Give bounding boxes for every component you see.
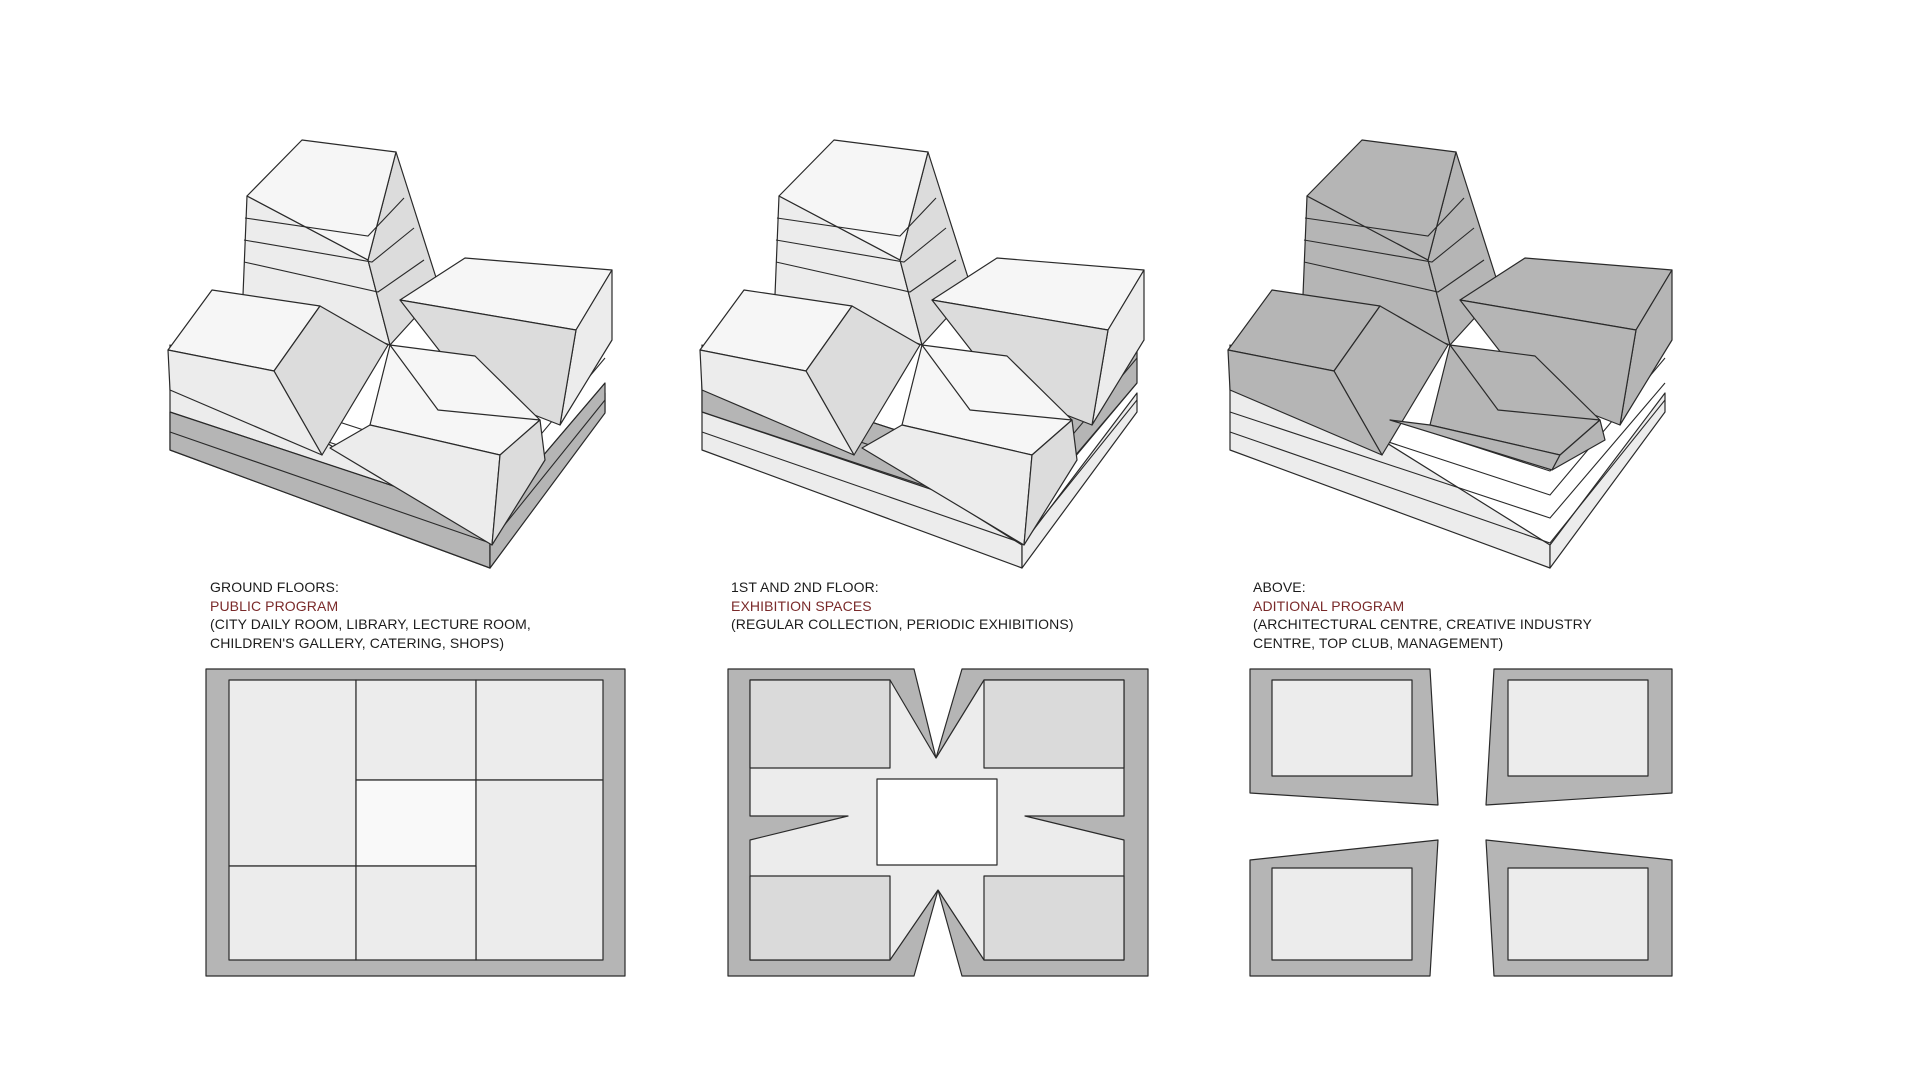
gallery-room bbox=[749, 875, 891, 961]
caption-detail-line: CHILDREN'S GALLERY, CATERING, SHOPS) bbox=[210, 634, 505, 651]
caption-program: PUBLIC PROGRAM bbox=[210, 597, 339, 614]
caption-program: ADITIONAL PROGRAM bbox=[1253, 597, 1405, 614]
gallery-room bbox=[749, 679, 891, 769]
room bbox=[228, 865, 357, 961]
caption-heading: ABOVE: bbox=[1253, 579, 1306, 595]
block-front-roof-top bbox=[1449, 344, 1601, 421]
room bbox=[475, 779, 604, 961]
isometric-massing-exhibition bbox=[699, 139, 1145, 569]
tower-floor-line bbox=[775, 259, 957, 293]
caption-above: ABOVE: ADITIONAL PROGRAM (ARCHITECTURAL … bbox=[1253, 578, 1592, 652]
room bbox=[1507, 679, 1649, 777]
block-left-front bbox=[1227, 349, 1383, 456]
tower-roof bbox=[246, 139, 397, 261]
block-left-front bbox=[167, 349, 323, 456]
room bbox=[355, 865, 477, 961]
plan-ground-floors bbox=[205, 668, 626, 977]
base-right-face bbox=[1021, 392, 1138, 569]
block-front-roof-top bbox=[921, 344, 1073, 421]
room bbox=[355, 679, 477, 781]
plan-exhibition bbox=[727, 668, 1149, 977]
block-front-side bbox=[491, 419, 546, 546]
gallery-room bbox=[983, 679, 1125, 769]
atrium bbox=[355, 779, 477, 867]
plan-above bbox=[1249, 668, 1673, 977]
tower-roof bbox=[1306, 139, 1457, 261]
caption-detail-line: (REGULAR COLLECTION, PERIODIC EXHIBITION… bbox=[731, 616, 1074, 632]
floor-line bbox=[1229, 382, 1666, 519]
room bbox=[475, 679, 604, 781]
block-front-side bbox=[1023, 419, 1078, 546]
caption-detail-line: (ARCHITECTURAL CENTRE, CREATIVE INDUSTRY bbox=[1253, 616, 1592, 632]
tower-roof bbox=[778, 139, 929, 261]
tower-floor-line bbox=[776, 197, 937, 237]
block-left-front bbox=[699, 349, 855, 456]
caption-heading: 1ST AND 2ND FLOOR: bbox=[731, 579, 879, 595]
tower-floor-line bbox=[1303, 259, 1485, 293]
atrium bbox=[876, 778, 998, 866]
isometric-massing-ground-floors bbox=[167, 139, 613, 569]
room bbox=[1271, 679, 1413, 777]
caption-heading: GROUND FLOORS: bbox=[210, 579, 339, 595]
tower-floor-line bbox=[1304, 197, 1465, 237]
block-front-roof-top bbox=[389, 344, 541, 421]
room bbox=[1507, 867, 1649, 961]
tower-floor-line bbox=[243, 259, 425, 293]
block-front-side bbox=[1551, 419, 1606, 471]
caption-exhibition: 1ST AND 2ND FLOOR: EXHIBITION SPACES (RE… bbox=[731, 578, 1074, 634]
floor-line bbox=[1229, 399, 1666, 544]
caption-detail-line: (CITY DAILY ROOM, LIBRARY, LECTURE ROOM, bbox=[210, 616, 531, 632]
tower-floor-line bbox=[1303, 227, 1475, 263]
isometric-massing-above bbox=[1227, 139, 1673, 569]
caption-program: EXHIBITION SPACES bbox=[731, 597, 872, 614]
room bbox=[1271, 867, 1413, 961]
caption-detail-line: CENTRE, TOP CLUB, MANAGEMENT) bbox=[1253, 634, 1504, 651]
tower-floor-line bbox=[775, 227, 947, 263]
caption-ground-floors: GROUND FLOORS: PUBLIC PROGRAM (CITY DAIL… bbox=[210, 578, 531, 652]
base-right-face bbox=[1549, 392, 1666, 569]
tower-floor-line bbox=[243, 227, 415, 263]
tower-floor-line bbox=[244, 197, 405, 237]
room bbox=[228, 679, 357, 867]
gallery-room bbox=[983, 875, 1125, 961]
